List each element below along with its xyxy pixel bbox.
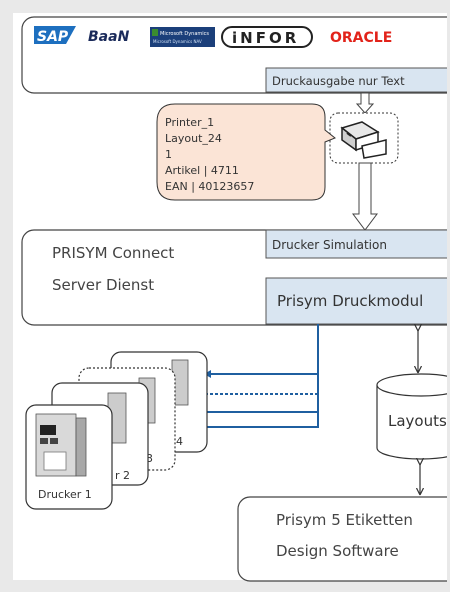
printer-simulation-tab	[265, 229, 450, 259]
svg-text:r 2: r 2	[115, 469, 130, 482]
text-output-tab-label: Druckausgabe nur Text	[272, 74, 405, 88]
arrow-to-server	[352, 162, 378, 231]
callout-line-4: Artikel | 4711	[165, 164, 239, 177]
svg-text:3: 3	[146, 452, 153, 465]
print-data-callout	[156, 103, 336, 201]
print-module-tab	[265, 277, 450, 325]
microsoft-dynamics-logo: Microsoft Dynamics Microsoft Dynamics NA…	[150, 27, 215, 47]
svg-text:Microsoft Dynamics: Microsoft Dynamics	[160, 31, 209, 37]
design-software-line-1: Prisym 5 Etiketten	[276, 511, 413, 529]
callout-line-1: Printer_1	[165, 116, 214, 129]
callout-line-2: Layout_24	[165, 132, 222, 145]
svg-text:Microsoft Dynamics NAV: Microsoft Dynamics NAV	[153, 39, 202, 44]
callout-line-5: EAN | 40123657	[165, 180, 254, 193]
oracle-logo: ORACLE	[330, 30, 392, 46]
printer-card-1: Drucker 1	[25, 404, 113, 510]
layouts-label: Layouts	[388, 412, 447, 430]
page-right-edge	[447, 0, 450, 592]
label-printer-icon	[340, 121, 387, 159]
infor-logo: iNFOR	[221, 26, 313, 48]
print-module-label: Prisym Druckmodul	[277, 292, 423, 310]
layouts-database: Layouts	[376, 373, 450, 460]
sap-logo: SAP	[34, 26, 76, 45]
svg-text:SAP: SAP	[37, 29, 69, 45]
arrow-to-print-icon	[355, 92, 375, 114]
baan-logo: BaaN	[88, 29, 130, 45]
server-title-line-1: PRISYM Connect	[52, 244, 174, 262]
design-software-box	[237, 496, 450, 582]
printer-simulation-label: Drucker Simulation	[272, 238, 387, 252]
svg-text:iNFOR: iNFOR	[232, 29, 299, 47]
server-title-line-2: Server Dienst	[52, 276, 154, 294]
printer-1-label: Drucker 1	[38, 488, 92, 501]
callout-line-3: 1	[165, 148, 172, 161]
svg-text:4: 4	[176, 435, 183, 448]
text-output-tab	[265, 67, 450, 93]
design-software-line-2: Design Software	[276, 542, 399, 560]
